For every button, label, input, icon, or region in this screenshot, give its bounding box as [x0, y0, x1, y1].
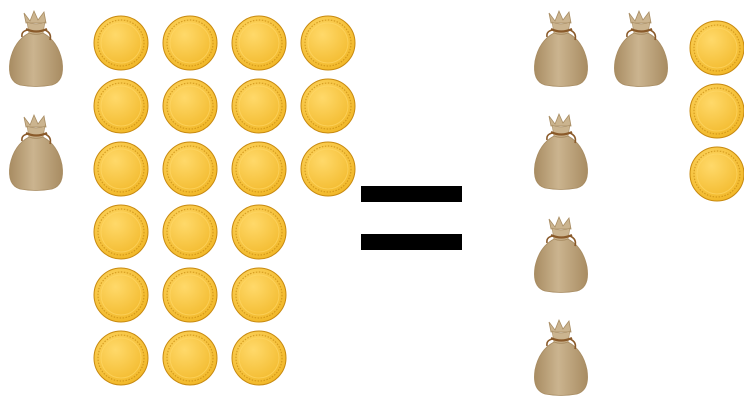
money-sack-icon [4, 113, 68, 193]
gold-coin-icon [231, 204, 287, 260]
gold-coin-icon [231, 15, 287, 71]
gold-coin-icon [162, 267, 218, 323]
gold-coin-icon [231, 141, 287, 197]
gold-coin-icon [689, 20, 744, 76]
gold-coin-icon [162, 78, 218, 134]
gold-coin-icon [300, 15, 356, 71]
equals-sign-bottom-bar [361, 234, 462, 250]
gold-coin-icon [162, 330, 218, 386]
money-sack-icon [609, 9, 673, 89]
gold-coin-icon [231, 267, 287, 323]
gold-coin-icon [231, 330, 287, 386]
gold-coin-icon [162, 204, 218, 260]
gold-coin-icon [93, 15, 149, 71]
gold-coin-icon [300, 141, 356, 197]
gold-coin-icon [93, 78, 149, 134]
money-sack-icon [529, 9, 593, 89]
gold-coin-icon [93, 330, 149, 386]
gold-coin-icon [162, 141, 218, 197]
money-sack-icon [529, 112, 593, 192]
gold-coin-icon [162, 15, 218, 71]
gold-coin-icon [93, 267, 149, 323]
money-sack-icon [529, 318, 593, 398]
gold-coin-icon [300, 78, 356, 134]
gold-coin-icon [93, 204, 149, 260]
money-sack-icon [529, 215, 593, 295]
equals-sign-top-bar [361, 186, 462, 202]
gold-coin-icon [689, 146, 744, 202]
gold-coin-icon [231, 78, 287, 134]
gold-coin-icon [93, 141, 149, 197]
money-sack-icon [4, 9, 68, 89]
gold-coin-icon [689, 83, 744, 139]
